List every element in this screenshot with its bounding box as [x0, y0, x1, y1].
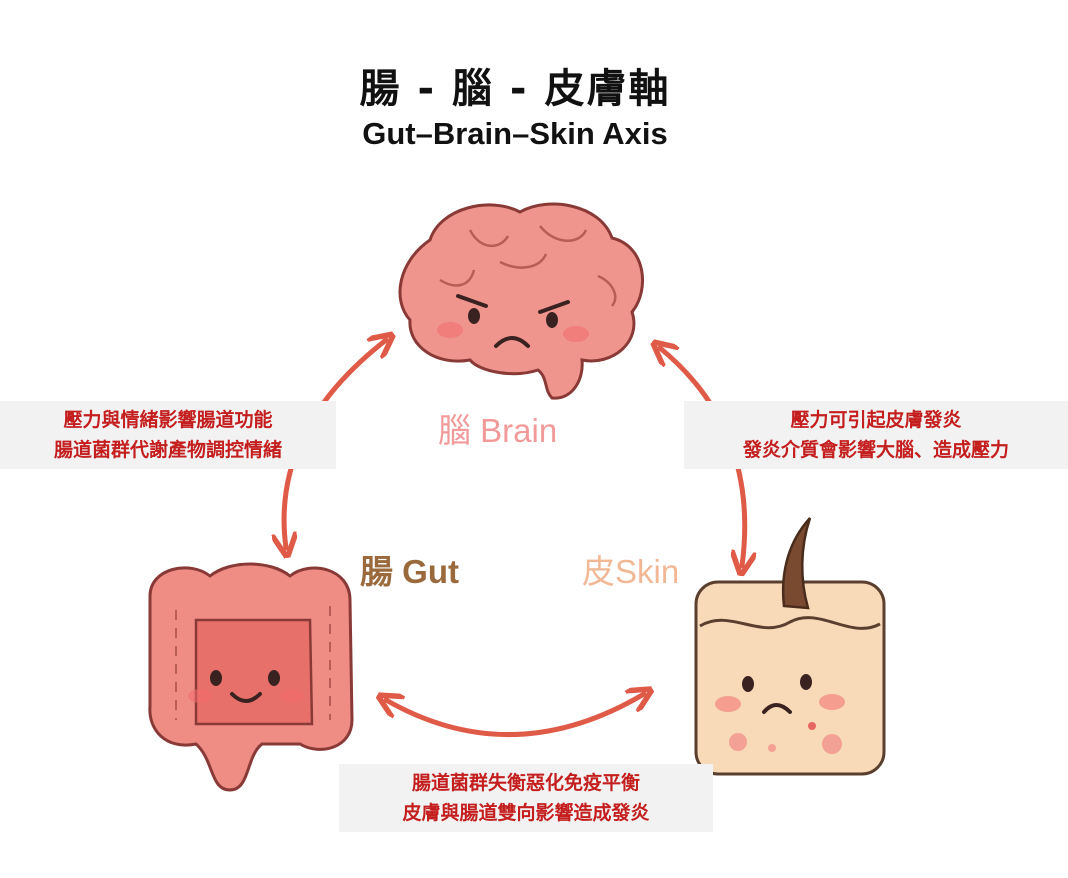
note-gut-skin: 腸道菌群失衡惡化免疫平衡 皮膚與腸道雙向影響造成發炎: [339, 764, 713, 832]
note-line: 發炎介質會影響大腦、造成壓力: [742, 439, 1009, 461]
gut-label: 腸 Gut: [360, 553, 459, 590]
title-chinese: 腸 - 腦 - 皮膚軸: [359, 66, 671, 112]
title-english: Gut–Brain–Skin Axis: [362, 116, 668, 151]
note-line: 壓力與情緒影響腸道功能: [63, 409, 273, 431]
note-line: 腸道菌群失衡惡化免疫平衡: [411, 772, 640, 794]
skin-icon: [694, 517, 886, 776]
note-line: 壓力可引起皮膚發炎: [790, 409, 962, 431]
note-line: 腸道菌群代謝產物調控情緒: [53, 439, 282, 461]
note-brain-skin: 壓力可引起皮膚發炎 發炎介質會影響大腦、造成壓力: [684, 401, 1068, 469]
gut-icon: [148, 562, 354, 792]
brain-label: 腦 Brain: [438, 412, 558, 449]
arrow-gut-skin: [386, 694, 644, 738]
skin-label: 皮Skin: [582, 553, 680, 590]
note-gut-brain: 壓力與情緒影響腸道功能 腸道菌群代謝產物調控情緒: [0, 401, 336, 469]
brain-icon: [398, 202, 645, 400]
note-line: 皮膚與腸道雙向影響造成發炎: [402, 802, 650, 824]
hair-strand: [781, 517, 812, 610]
